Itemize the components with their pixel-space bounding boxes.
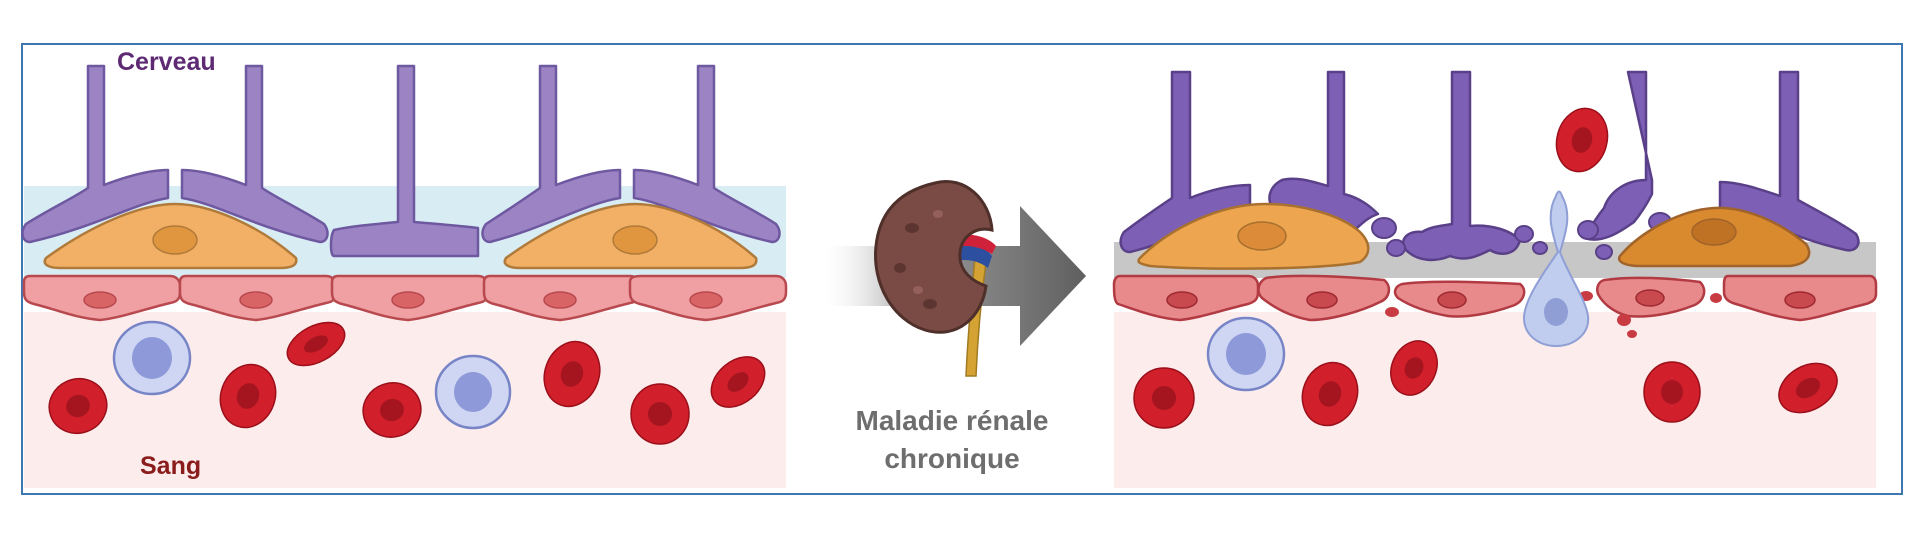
white-blood-cell-icon (114, 322, 190, 394)
endothelial-nucleus (392, 292, 424, 308)
endothelial-nucleus (1307, 292, 1337, 308)
cell-debris (1385, 307, 1399, 317)
damaged-astrocyte-process (1403, 72, 1520, 260)
endothelial-nucleus (1167, 292, 1197, 308)
red-blood-cell-icon (1550, 103, 1615, 178)
astrocyte-process (331, 66, 478, 256)
endothelial-nucleus (1785, 292, 1815, 308)
cell-debris (1627, 330, 1637, 338)
damaged-barrier-panel (1114, 72, 1876, 488)
red-blood-cell-icon (1134, 368, 1194, 428)
leak-droplet-core (1544, 298, 1568, 326)
endothelial-nucleus (84, 292, 116, 308)
pericyte-nucleus (613, 226, 657, 254)
red-blood-cell-icon (1644, 362, 1700, 422)
astrocyte-fragment (1372, 218, 1396, 238)
pericyte-nucleus (1238, 222, 1286, 250)
red-blood-cell-icon (631, 384, 689, 444)
cell-debris (1710, 293, 1722, 303)
astrocyte-fragment (1533, 242, 1547, 254)
endothelial-nucleus (1636, 290, 1664, 306)
condition-label: Maladie rénale chronique (830, 402, 1074, 478)
endothelial-nucleus (1438, 292, 1466, 308)
brain-label: Cerveau (117, 48, 216, 77)
healthy-barrier-panel (23, 66, 786, 488)
astrocyte-fragment (1387, 240, 1405, 256)
blood-label: Sang (140, 452, 201, 481)
white-blood-cell-icon (436, 356, 510, 428)
endothelial-nucleus (544, 292, 576, 308)
pericyte-nucleus (1692, 219, 1736, 245)
astrocyte-fragment (1578, 221, 1598, 239)
astrocyte-fragment (1515, 226, 1533, 242)
cell-debris (1617, 314, 1631, 326)
endothelial-nucleus (240, 292, 272, 308)
astrocyte-fragment (1596, 245, 1612, 259)
pericyte-nucleus (153, 226, 197, 254)
kidney-icon (876, 181, 996, 376)
white-blood-cell-icon (1208, 318, 1284, 390)
endothelial-nucleus (690, 292, 722, 308)
transition (826, 181, 1086, 376)
